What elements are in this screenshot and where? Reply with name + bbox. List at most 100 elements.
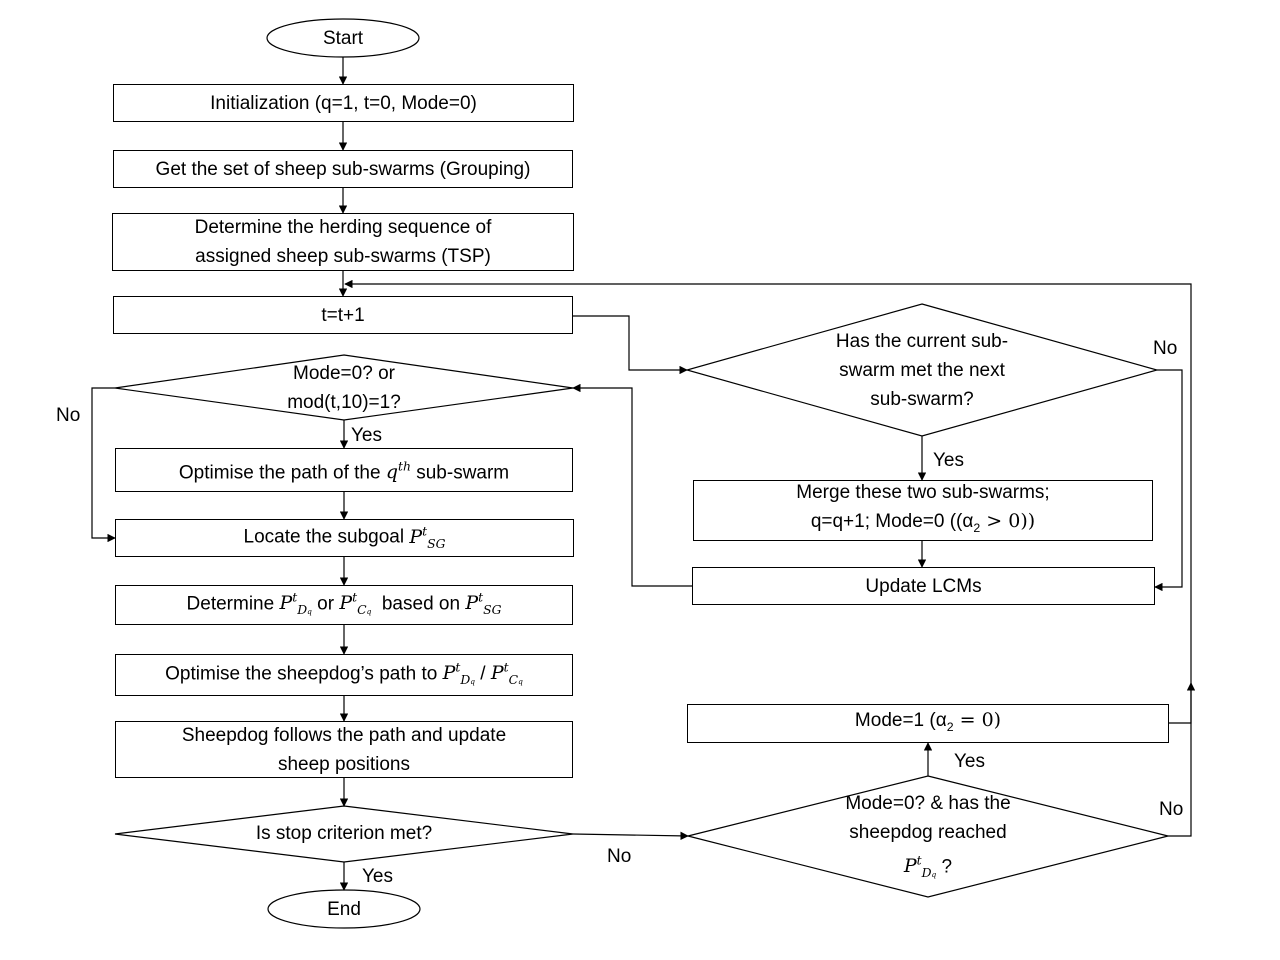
stop-decision-label: Is stop criterion met?: [255, 823, 433, 844]
follow-label-line1: Sheepdog follows the path and update: [181, 724, 507, 746]
tsp-box: Determine the herding sequence of assign…: [112, 213, 574, 271]
t-sup: t: [352, 590, 358, 605]
end-label: End: [327, 899, 361, 920]
p-var: P: [465, 592, 479, 615]
p-dq-symbol: PtDq: [903, 854, 937, 880]
mode-decision-label: Mode=0? or mod(t,10)=1?: [214, 359, 474, 417]
determine-based: based on: [371, 593, 466, 615]
t-sup: t: [292, 590, 298, 605]
reached-decision-label: Mode=0? & has the sheepdog reached PtDq …: [798, 789, 1058, 889]
p-cq-symbol: PtCq: [339, 590, 371, 617]
reached-yes-label: Yes: [954, 751, 985, 772]
stop-yes-label: Yes: [362, 866, 393, 887]
alpha-sub: 2: [946, 719, 954, 734]
edge-mode-no: [91, 387, 116, 543]
edge-met-no: [1154, 369, 1183, 592]
p-sg-symbol: PtSG: [465, 591, 502, 618]
reached-decision-shape: [687, 775, 1169, 898]
met-decision-line2: swarm met the next: [839, 360, 1005, 381]
alpha-sub: 2: [973, 520, 981, 535]
sheepdog-path-sep: /: [475, 663, 491, 685]
t-sup: t: [916, 854, 922, 868]
mode1-label: Mode=1 (α2 = 0): [855, 706, 1001, 742]
th-sup: th: [398, 459, 411, 474]
sg-sub: SG: [483, 603, 502, 618]
reached-line1: Mode=0? & has the: [845, 793, 1011, 814]
edge-update-mode: [572, 383, 692, 587]
determine-or: or: [311, 593, 340, 615]
mode1-suffix: = 0): [953, 708, 1002, 731]
tsp-label-line1: Determine the herding sequence of: [194, 217, 492, 238]
determine-prefix: Determine: [186, 593, 280, 615]
q-sub: q: [518, 677, 523, 687]
sheepdog-path-label: Optimise the sheepdog’s path to PtDq / P…: [165, 654, 523, 696]
grouping-label: Get the set of sheep sub-swarms (Groupin…: [155, 158, 531, 180]
alpha-symbol: α: [962, 511, 974, 533]
mode1-box: Mode=1 (α2 = 0): [687, 704, 1169, 743]
mode-yes-label: Yes: [351, 425, 382, 446]
subgoal-prefix: Locate the subgoal: [243, 526, 410, 548]
p-var: P: [903, 855, 917, 878]
edge-reached-no: [1168, 682, 1196, 837]
met-decision-label: Has the current sub- swarm met the next …: [792, 327, 1052, 414]
merge-box: Merge these two sub-swarms; q=q+1; Mode=…: [693, 480, 1153, 541]
sheepdog-path-prefix: Optimise the sheepdog’s path to: [165, 663, 443, 685]
tsp-label-line2: assigned sheep sub-swarms (TSP): [195, 246, 491, 267]
t-sup: t: [455, 660, 461, 675]
optimise-path-suffix: sub-swarm: [410, 462, 510, 484]
edge-stop-no: [572, 831, 689, 841]
reached-line2: sheepdog reached: [849, 822, 1007, 843]
q-sub: q: [366, 607, 372, 617]
mode1-prefix: Mode=1 (: [854, 709, 936, 731]
reached-question: ?: [936, 856, 953, 878]
subgoal-label: Locate the subgoal PtSG: [244, 517, 446, 558]
init-box: Initialization (q=1, t=0, Mode=0): [113, 84, 574, 122]
alpha-symbol: α: [935, 709, 947, 731]
p-dq-symbol: PtDq: [279, 590, 312, 617]
tick-label: t=t+1: [321, 304, 365, 326]
stop-no-label: No: [607, 846, 632, 867]
p-var: P: [409, 525, 423, 548]
d-var: D: [921, 866, 932, 881]
merge-label-line1: Merge these two sub-swarms;: [796, 482, 1050, 504]
edge-mode1-loop: [344, 279, 1192, 724]
t-sup: t: [503, 660, 509, 675]
optimise-path-label: Optimise the path of the qth sub-swarm: [179, 453, 509, 487]
p-var: P: [279, 592, 293, 615]
q-var: q: [385, 461, 399, 484]
mode-no-label: No: [56, 405, 81, 426]
update-lcms-box: Update LCMs: [692, 567, 1155, 605]
sheepdog-path-box: Optimise the sheepdog’s path to PtDq / P…: [115, 654, 573, 696]
optimise-path-prefix: Optimise the path of the: [178, 462, 386, 484]
d-var: D: [460, 673, 471, 688]
p-var: P: [442, 662, 456, 685]
determine-label: Determine PtDq or PtCq based on PtSG: [187, 584, 502, 626]
dq-sub: Dq: [922, 866, 937, 880]
dq-sub: Dq: [297, 603, 312, 617]
q-symbol: qth: [385, 459, 411, 484]
c-var: C: [357, 603, 367, 618]
p-sg-symbol: PtSG: [409, 524, 445, 550]
update-lcms-label: Update LCMs: [865, 575, 982, 597]
subgoal-box: Locate the subgoal PtSG: [115, 519, 574, 557]
q-sub: q: [470, 677, 476, 687]
d-var: D: [297, 603, 308, 618]
reached-no-label: No: [1159, 799, 1184, 820]
p-cq-symbol: PtCq: [491, 660, 523, 687]
met-decision-line1: Has the current sub-: [835, 331, 1009, 352]
follow-label-line2: sheep positions: [277, 753, 411, 775]
cq-sub: Cq: [509, 673, 523, 687]
edge-tick-met: [573, 315, 688, 375]
merge-line2-suffix: > 0)): [980, 510, 1036, 533]
optimise-path-box: Optimise the path of the qth sub-swarm: [115, 448, 573, 492]
t-sup: t: [422, 524, 428, 539]
met-decision-line3: sub-swarm?: [870, 389, 974, 410]
cq-sub: Cq: [357, 603, 371, 617]
grouping-box: Get the set of sheep sub-swarms (Groupin…: [113, 150, 573, 188]
init-label: Initialization (q=1, t=0, Mode=0): [210, 92, 477, 114]
p-dq-symbol: PtDq: [442, 660, 476, 688]
met-no-label: No: [1153, 338, 1178, 359]
mode-decision-line2: mod(t,10)=1?: [287, 392, 401, 413]
q-sub: q: [307, 607, 312, 617]
